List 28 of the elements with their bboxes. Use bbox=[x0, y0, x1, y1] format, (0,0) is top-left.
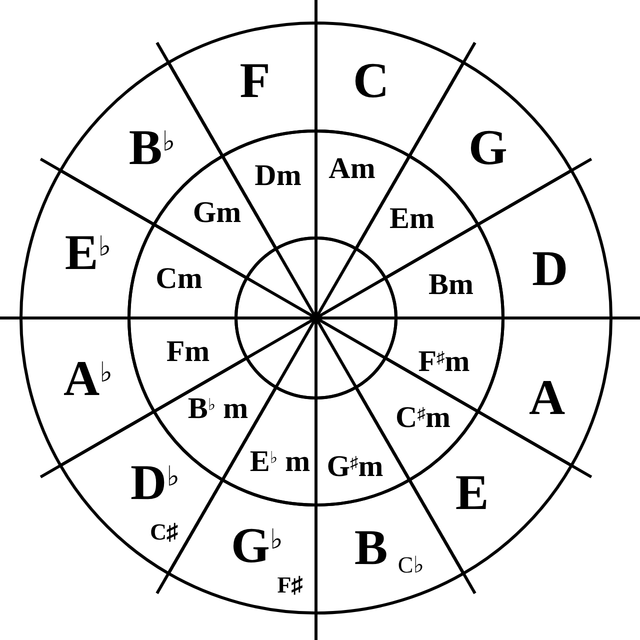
enharmonic-key-label: C♯ bbox=[150, 520, 178, 544]
minor-key-label: Cm bbox=[156, 264, 202, 294]
enharmonic-key-label: C♭ bbox=[398, 554, 424, 576]
minor-key-label: F$^{♯}$m bbox=[418, 347, 470, 377]
minor-key-label: G$^{♯}$m bbox=[326, 452, 384, 482]
major-key-label: A bbox=[528, 372, 566, 422]
major-key-label: G$^{♭}$ bbox=[231, 520, 283, 570]
minor-key-label: E$^{♭}$ m bbox=[250, 447, 310, 477]
major-key-label: G bbox=[468, 122, 508, 172]
major-key-label: C bbox=[352, 55, 390, 105]
minor-key-label: Gm bbox=[192, 198, 242, 228]
minor-key-label: Am bbox=[328, 154, 376, 184]
minor-key-label: Bm bbox=[428, 270, 474, 300]
minor-key-label: Em bbox=[390, 204, 434, 234]
major-key-label: D$^{♭}$ bbox=[130, 457, 180, 507]
center-circle bbox=[234, 236, 398, 400]
major-key-label: D bbox=[532, 243, 568, 293]
minor-key-label: Dm bbox=[254, 161, 302, 191]
major-key-label: F bbox=[240, 55, 270, 105]
enharmonic-key-label: F♯ bbox=[277, 574, 303, 596]
major-key-label: E$^{♭}$ bbox=[64, 227, 112, 277]
major-key-label: E bbox=[455, 467, 489, 517]
minor-key-label: B$^{♭}$ m bbox=[188, 394, 248, 424]
major-key-label: A$^{♭}$ bbox=[63, 353, 113, 403]
minor-key-label: Fm bbox=[166, 337, 210, 367]
major-key-label: B bbox=[354, 522, 388, 572]
minor-key-label: C$^{♯}$m bbox=[396, 403, 450, 433]
major-key-label: B$^{♭}$ bbox=[128, 122, 176, 172]
